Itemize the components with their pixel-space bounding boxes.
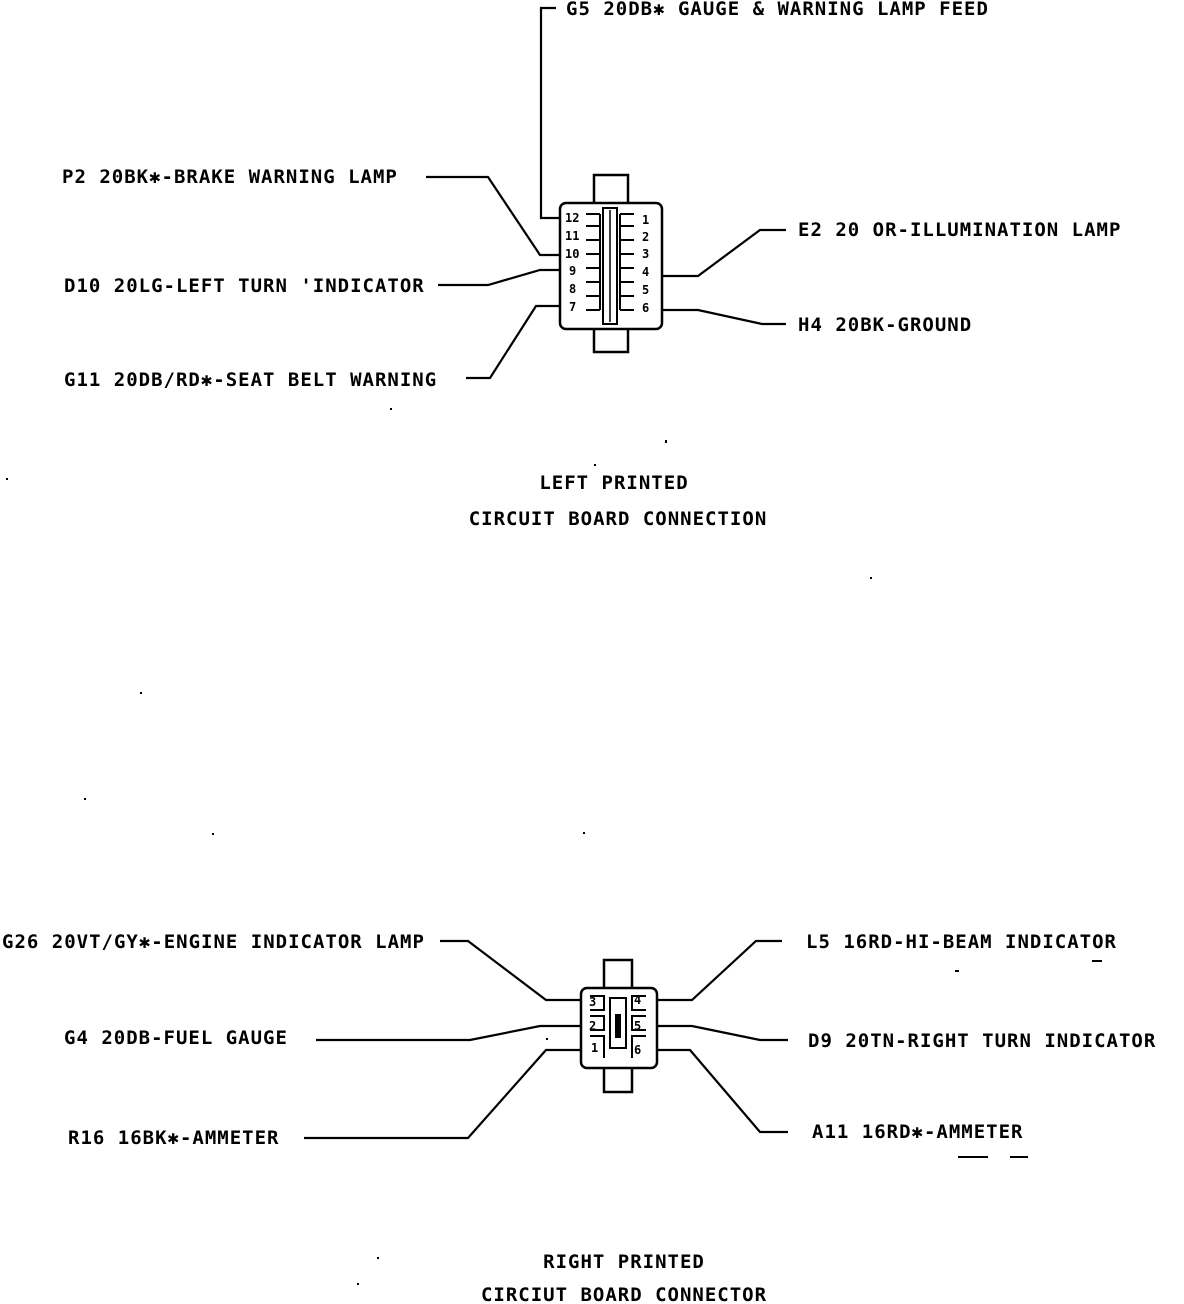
right-connector-center-key [615, 1014, 621, 1038]
right-caption-line1: RIGHT PRINTED [543, 1251, 705, 1273]
wire-g4 [316, 1024, 581, 1042]
right-connector: 3 2 1 4 5 6 [579, 958, 659, 1094]
right-pin-5: 5 [634, 1019, 641, 1033]
wire-e2 [662, 228, 786, 278]
left-pin-8: 8 [569, 282, 576, 296]
wire-p2 [426, 175, 560, 257]
left-pin-5: 5 [642, 283, 649, 297]
right-pin-2: 2 [589, 1019, 596, 1033]
wire-h4 [662, 308, 786, 326]
right-pin-4: 4 [634, 993, 641, 1007]
left-pin-1: 1 [642, 213, 649, 227]
wire-label-g4: G4 20DB-FUEL GAUGE [64, 1027, 288, 1049]
wire-label-g5: G5 20DB✱ GAUGE & WARNING LAMP FEED [566, 0, 989, 20]
left-connector: 12 11 10 9 8 7 1 2 3 4 5 6 [558, 173, 664, 354]
wire-label-p2: P2 20BK✱-BRAKE WARNING LAMP [62, 166, 398, 188]
wire-g11 [466, 304, 560, 380]
right-caption-line2: CIRCIUT BOARD CONNECTOR [481, 1284, 767, 1304]
right-connector-top-tab [602, 958, 634, 992]
wire-g5 [539, 6, 560, 220]
wire-label-d10: D10 20LG-LEFT TURN 'INDICATOR [64, 275, 425, 297]
left-pin-2: 2 [642, 230, 649, 244]
left-connector-terminals-left [586, 213, 601, 311]
wire-label-l5: L5 16RD-HI-BEAM INDICATOR [806, 931, 1117, 953]
right-pin-1: 1 [591, 1041, 598, 1055]
wire-label-e2: E2 20 OR-ILLUMINATION LAMP [798, 219, 1121, 241]
wire-label-h4: H4 20BK-GROUND [798, 314, 972, 336]
wire-r16 [304, 1048, 581, 1140]
left-connector-terminals-right [619, 213, 634, 311]
left-pin-12: 12 [565, 211, 579, 225]
right-pin-6: 6 [634, 1043, 641, 1057]
left-pin-4: 4 [642, 265, 649, 279]
wire-label-r16: R16 16BK✱-AMMETER [68, 1127, 279, 1149]
scan-specks [6, 408, 1102, 1285]
right-connector-terminals [590, 995, 646, 1058]
wire-a11 [657, 1048, 788, 1134]
wire-label-g11: G11 20DB/RD✱-SEAT BELT WARNING [64, 369, 437, 391]
wire-l5 [657, 939, 782, 1002]
left-pin-9: 9 [569, 264, 576, 278]
wire-label-d9: D9 20TN-RIGHT TURN INDICATOR [808, 1030, 1156, 1052]
wire-label-g26: G26 20VT/GY✱-ENGINE INDICATOR LAMP [2, 931, 425, 953]
left-pin-6: 6 [642, 301, 649, 315]
right-pin-3: 3 [589, 995, 596, 1009]
left-pin-3: 3 [642, 247, 649, 261]
wire-d10 [438, 268, 560, 287]
left-connector-top-tab [592, 173, 630, 207]
left-caption-line2: CIRCUIT BOARD CONNECTION [469, 508, 768, 530]
wire-g26 [440, 939, 581, 1002]
wire-label-a11: A11 16RD✱-AMMETER [812, 1121, 1023, 1143]
left-pin-7: 7 [569, 300, 576, 314]
wire-d9 [657, 1024, 788, 1042]
left-caption-line1: LEFT PRINTED [539, 472, 688, 494]
left-pin-11: 11 [565, 229, 579, 243]
left-pin-10: 10 [565, 247, 579, 261]
